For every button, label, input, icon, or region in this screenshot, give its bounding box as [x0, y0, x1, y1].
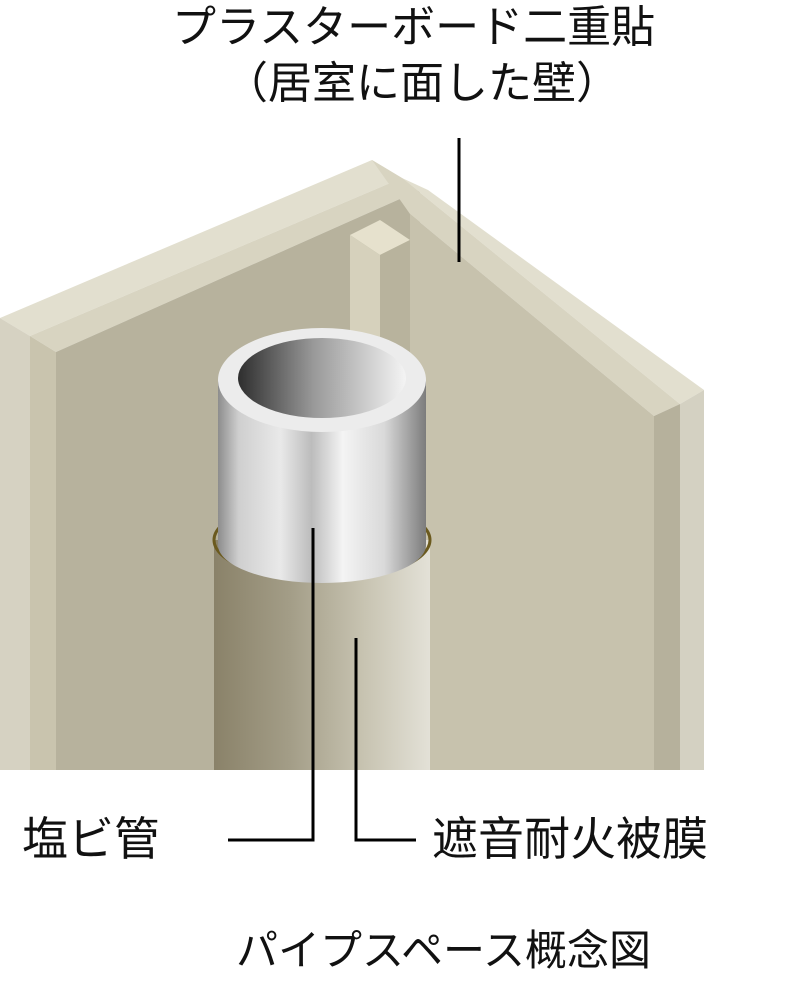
pvc-pipe: [218, 328, 426, 583]
leader-lines: [228, 138, 461, 842]
fireproof-film-label: 遮音耐火被膜: [432, 812, 708, 866]
plasterboard-label-line1: プラスターボード二重貼: [172, 2, 656, 53]
fire-film-leader: [354, 638, 416, 842]
diagram-caption: パイプスペース概念図: [236, 926, 651, 975]
plasterboard-label-line2: （居室に面した壁）: [224, 58, 620, 109]
right-wall: [372, 160, 704, 770]
pvc-pipe-label: 塩ビ管: [22, 812, 160, 866]
pvc-pipe-leader: [228, 528, 315, 842]
